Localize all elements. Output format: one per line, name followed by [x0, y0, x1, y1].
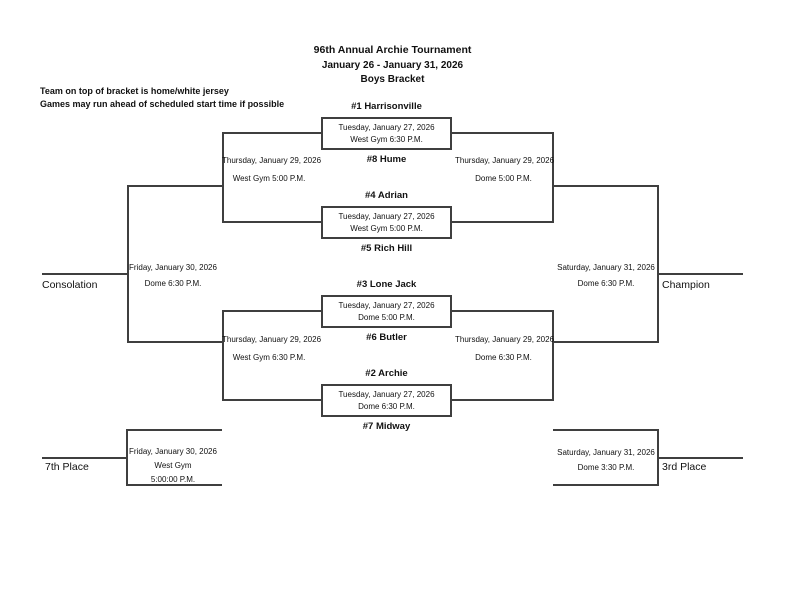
- bracket-line: [657, 185, 659, 343]
- game3-bottom-team: #6 Butler: [366, 332, 407, 343]
- bracket-line: [126, 429, 222, 431]
- consolation-final-date: Friday, January 30, 2026: [129, 263, 217, 272]
- seventh-place-venue: West Gym: [154, 461, 192, 470]
- third-place-date: Saturday, January 31, 2026: [557, 448, 655, 457]
- bracket-line: [553, 484, 658, 486]
- bracket-line: [42, 457, 127, 459]
- game4-bottom-team: #7 Midway: [362, 421, 411, 432]
- note-schedule: Games may run ahead of scheduled start t…: [40, 99, 285, 109]
- seventh-place-date: Friday, January 30, 2026: [129, 447, 217, 456]
- bracket-line: [222, 399, 321, 401]
- game1-box: Tuesday, January 27, 2026 West Gym 6:30 …: [321, 117, 452, 150]
- bracket-line: [552, 132, 554, 223]
- game1-date: Tuesday, January 27, 2026: [338, 122, 435, 132]
- bracket-line: [552, 185, 658, 187]
- bracket-line: [222, 132, 224, 223]
- championship-venue-time: Dome 6:30 P.M.: [577, 279, 635, 288]
- championship-info: Saturday, January 31, 2026 Dome 6:30 P.M…: [556, 260, 656, 292]
- bracket-line: [126, 484, 222, 486]
- game4-box: Tuesday, January 27, 2026 Dome 6:30 P.M.: [321, 384, 452, 417]
- champion-label: Champion: [662, 279, 710, 291]
- game3-date: Tuesday, January 27, 2026: [338, 300, 435, 310]
- game3-top-team: #3 Lone Jack: [356, 279, 417, 290]
- consolation-final-venue-time: Dome 6:30 P.M.: [144, 279, 202, 288]
- consolation-semi1-venue-time: West Gym 5:00 P.M.: [232, 174, 306, 183]
- bracket-line: [452, 399, 553, 401]
- game4-venue-time: Dome 6:30 P.M.: [358, 402, 415, 412]
- game4-top-team: #2 Archie: [365, 368, 408, 379]
- game3-box: Tuesday, January 27, 2026 Dome 5:00 P.M.: [321, 295, 452, 328]
- bracket-line: [222, 132, 321, 134]
- game1-venue-time: West Gym 6:30 P.M.: [350, 135, 423, 145]
- bracket-line: [553, 429, 658, 431]
- winners-semi2-info: Thursday, January 29, 2026 Dome 6:30 P.M…: [455, 331, 555, 367]
- game2-box: Tuesday, January 27, 2026 West Gym 5:00 …: [321, 206, 452, 239]
- tournament-title: 96th Annual Archie Tournament: [313, 44, 472, 56]
- game1-bottom-team: #8 Hume: [366, 154, 407, 165]
- bracket-line: [552, 310, 554, 401]
- game4-date: Tuesday, January 27, 2026: [338, 389, 435, 399]
- bracket-line: [42, 273, 128, 275]
- game1-top-team: #1 Harrisonville: [351, 101, 422, 112]
- consolation-semi2-venue-time: West Gym 6:30 P.M.: [232, 353, 306, 362]
- bracket-line: [552, 341, 658, 343]
- winners-semi2-date: Thursday, January 29, 2026: [455, 335, 555, 344]
- championship-date: Saturday, January 31, 2026: [557, 263, 655, 272]
- winners-semi2-venue-time: Dome 6:30 P.M.: [475, 353, 532, 362]
- bracket-line: [127, 185, 223, 187]
- bracket-line: [222, 310, 224, 401]
- third-place-label: 3rd Place: [662, 461, 707, 473]
- bracket-line: [452, 310, 553, 312]
- third-place-venue-time: Dome 3:30 P.M.: [577, 463, 635, 472]
- consolation-final-info: Friday, January 30, 2026 Dome 6:30 P.M.: [128, 260, 218, 292]
- bracket-line: [127, 185, 129, 343]
- bracket-line: [127, 341, 223, 343]
- bracket-line: [452, 221, 553, 223]
- game2-bottom-team: #5 Rich Hill: [360, 243, 413, 254]
- consolation-semi1-info: Thursday, January 29, 2026 West Gym 5:00…: [222, 152, 322, 188]
- game2-venue-time: West Gym 5:00 P.M.: [350, 224, 423, 234]
- seventh-place-time: 5:00:00 P.M.: [150, 475, 196, 484]
- bracket-line: [657, 273, 743, 275]
- game2-top-team: #4 Adrian: [365, 190, 408, 201]
- winners-semi1-venue-time: Dome 5:00 P.M.: [475, 174, 532, 183]
- consolation-semi1-date: Thursday, January 29, 2026: [222, 156, 322, 165]
- consolation-label: Consolation: [42, 279, 98, 291]
- winners-semi1-date: Thursday, January 29, 2026: [455, 156, 555, 165]
- bracket-type: Boys Bracket: [360, 74, 425, 85]
- game3-venue-time: Dome 5:00 P.M.: [358, 313, 415, 323]
- winners-semi1-info: Thursday, January 29, 2026 Dome 5:00 P.M…: [455, 152, 555, 188]
- bracket-line: [222, 310, 321, 312]
- third-place-info: Saturday, January 31, 2026 Dome 3:30 P.M…: [556, 445, 656, 475]
- consolation-semi2-info: Thursday, January 29, 2026 West Gym 6:30…: [222, 331, 322, 367]
- note-jersey: Team on top of bracket is home/white jer…: [40, 86, 229, 96]
- tournament-dates: January 26 - January 31, 2026: [321, 60, 464, 71]
- bracket-line: [452, 132, 553, 134]
- bracket-line: [222, 221, 321, 223]
- bracket-line: [657, 457, 743, 459]
- seventh-place-info: Friday, January 30, 2026 West Gym 5:00:0…: [128, 445, 218, 487]
- game2-date: Tuesday, January 27, 2026: [338, 211, 435, 221]
- consolation-semi2-date: Thursday, January 29, 2026: [222, 335, 322, 344]
- seventh-place-label: 7th Place: [45, 461, 89, 473]
